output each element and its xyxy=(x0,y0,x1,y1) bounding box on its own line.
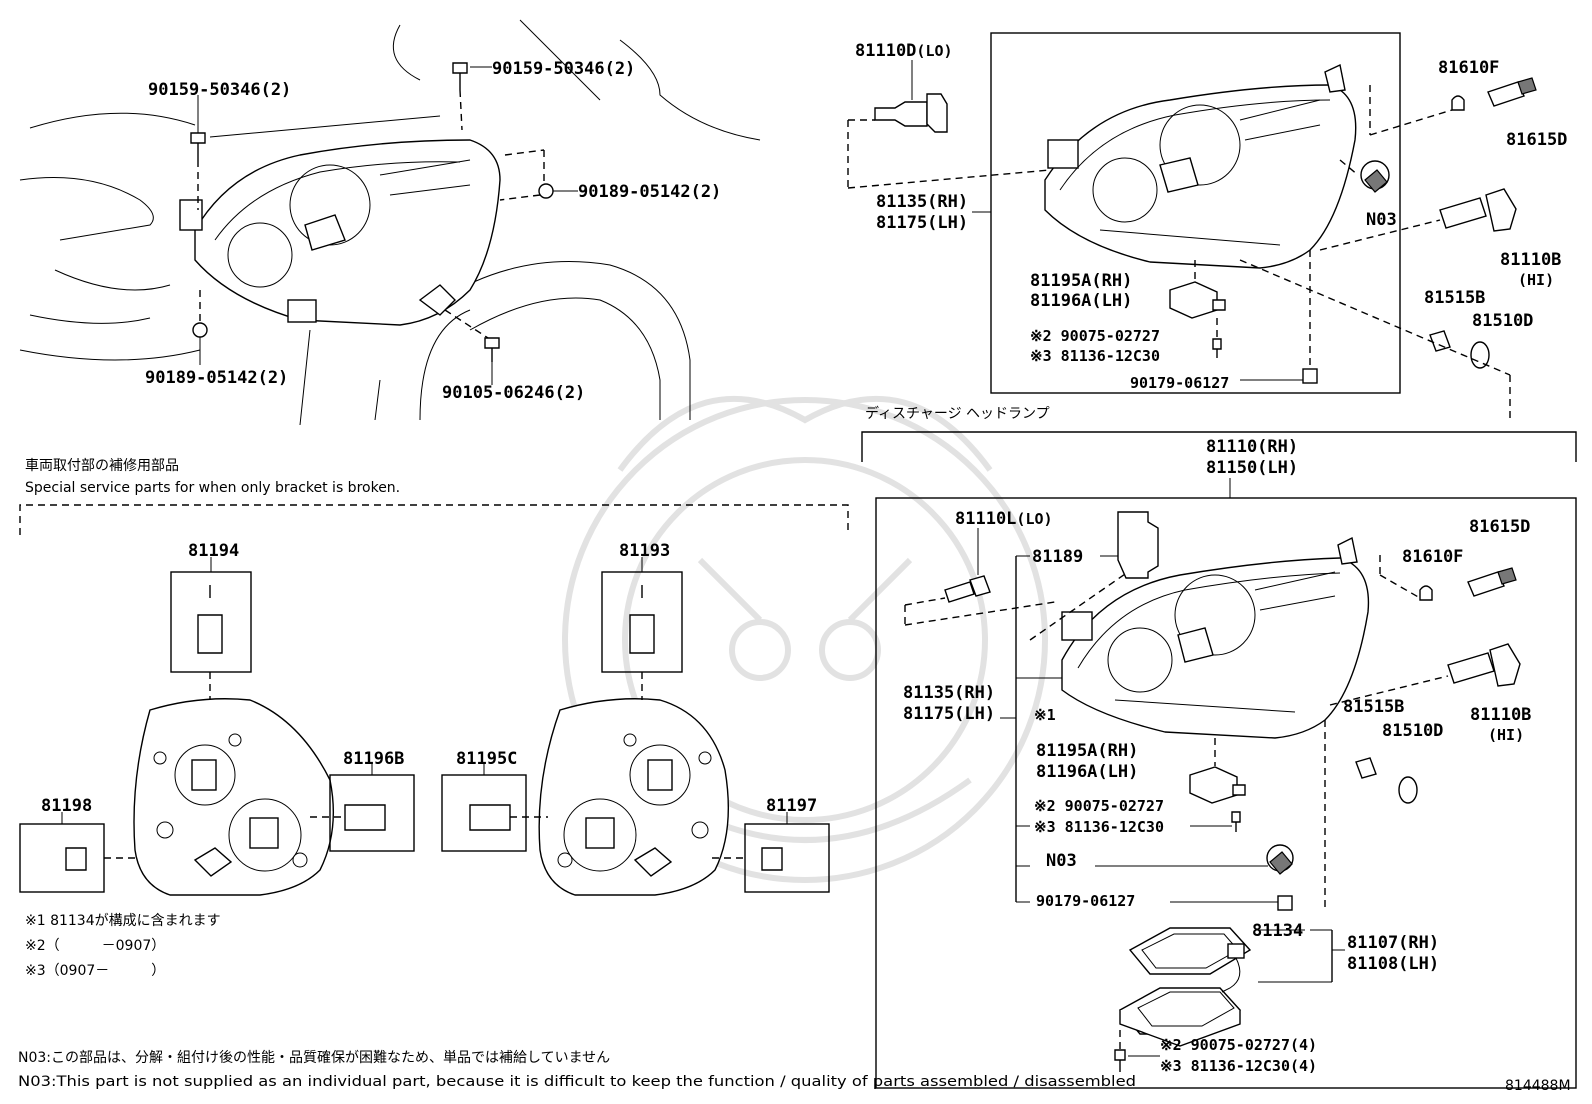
footnote-n03-en: N03:This part is not supplied as an indi… xyxy=(18,1074,1136,1090)
label-bolt-90159-top: 90159-50346(2) xyxy=(492,59,635,79)
label-81110-rh-assy: 81110(RH) xyxy=(1206,437,1298,457)
label-81515b-top: 81515B xyxy=(1424,288,1485,308)
housing-group-frame xyxy=(990,32,1401,394)
label-81197: 81197 xyxy=(766,796,817,816)
label-81195a-rh-bottom: 81195A(RH) xyxy=(1036,741,1138,761)
label-81135-rh-bottom: 81135(RH) xyxy=(903,683,995,703)
top-right-parts xyxy=(847,60,1537,420)
headlamp-housing-drawing-top xyxy=(1044,63,1357,269)
headlamp-housing-drawing-bottom xyxy=(1061,536,1370,739)
label-screw-note-bottom: ※2 90075-02727 xyxy=(1034,797,1164,815)
bracket-heading-en: Special service parts for when only brac… xyxy=(25,480,400,496)
label-81193: 81193 xyxy=(619,541,670,561)
label-81150-lh-assy: 81150(LH) xyxy=(1206,458,1298,478)
bracket-repair-drawings xyxy=(19,557,830,896)
label-bolt-90105: 90105-06246(2) xyxy=(442,383,585,403)
bracket-group-line xyxy=(19,504,849,535)
label-bolt-note-4: ※3 81136-12C30(4) xyxy=(1160,1057,1317,1075)
label-81515b-bottom: 81515B xyxy=(1343,697,1404,717)
label-81615d-bottom: 81615D xyxy=(1469,517,1530,537)
bracket-heading-jp: 車両取付部の補修用部品 xyxy=(25,457,179,474)
label-81194: 81194 xyxy=(188,541,239,561)
footnote-3: ※3（0907－ ） xyxy=(25,963,165,979)
label-81110l: 81110L(LO) xyxy=(955,509,1053,529)
label-81175-lh-top: 81175(LH) xyxy=(876,213,968,233)
label-81198: 81198 xyxy=(41,796,92,816)
label-81195a-rh-top: 81195A(RH) xyxy=(1030,271,1132,291)
label-screw-90189-right: 90189-05142(2) xyxy=(578,182,721,202)
label-81134: 81134 xyxy=(1252,921,1303,941)
discharge-bracket-line xyxy=(861,431,1577,462)
label-81510d-top: 81510D xyxy=(1472,311,1533,331)
footnote-n03-jp: N03:この部品は、分解・組付け後の性能・品質確保が困難なため、単品では補給して… xyxy=(18,1050,610,1066)
mounting-fasteners xyxy=(190,62,578,426)
diagram-code: 814488M xyxy=(1505,1078,1571,1094)
label-81610f-bottom: 81610F xyxy=(1402,547,1463,567)
vehicle-body-outline xyxy=(19,19,761,421)
label-81110d: 81110D(LO) xyxy=(855,41,953,61)
label-bolt-90159-left: 90159-50346(2) xyxy=(148,80,291,100)
footnote-2: ※2（ －0907） xyxy=(25,938,165,954)
label-bolt-note-bottom: ※3 81136-12C30 xyxy=(1034,818,1164,836)
label-screw-note-4: ※2 90075-02727(4) xyxy=(1160,1036,1317,1054)
label-81196a-lh-bottom: 81196A(LH) xyxy=(1036,762,1138,782)
watermark-emblem xyxy=(562,395,1048,883)
label-81108-lh: 81108(LH) xyxy=(1347,954,1439,974)
label-81107-rh: 81107(RH) xyxy=(1347,933,1439,953)
label-81135-rh-top: 81135(RH) xyxy=(876,192,968,212)
headlamp-mounted-drawing xyxy=(179,139,501,326)
label-clip-bottom: 90179-06127 xyxy=(1036,892,1135,910)
label-note1-mark: ※1 xyxy=(1034,706,1056,724)
label-screw-90189-bottom: 90189-05142(2) xyxy=(145,368,288,388)
label-81615d-top: 81615D xyxy=(1506,130,1567,150)
label-81110b-bottom: 81110B xyxy=(1470,705,1531,725)
footnote-1: ※1 81134が構成に含まれます xyxy=(25,913,221,929)
label-81610f-top: 81610F xyxy=(1438,58,1499,78)
label-81196b: 81196B xyxy=(343,749,404,769)
label-n03-top: N03 xyxy=(1366,210,1397,230)
label-81196a-lh-top: 81196A(LH) xyxy=(1030,291,1132,311)
label-bolt-note-top: ※3 81136-12C30 xyxy=(1030,347,1160,365)
label-81189: 81189 xyxy=(1032,547,1083,567)
label-81175-lh-bottom: 81175(LH) xyxy=(903,704,995,724)
label-n03-bottom: N03 xyxy=(1046,851,1077,871)
label-clip-top: 90179-06127 xyxy=(1130,374,1229,392)
label-hi-suffix-top: (HI) xyxy=(1518,271,1554,289)
label-hi-suffix-bottom: (HI) xyxy=(1488,726,1524,744)
label-screw-note-top: ※2 90075-02727 xyxy=(1030,327,1160,345)
bottom-right-parts xyxy=(904,511,1521,1072)
discharge-headlamp-heading: ディスチャージ ヘッドランプ xyxy=(865,405,1050,422)
label-81195c: 81195C xyxy=(456,749,517,769)
label-81510d-bottom: 81510D xyxy=(1382,721,1443,741)
label-81110b-top: 81110B xyxy=(1500,250,1561,270)
assembly-frame xyxy=(875,497,1577,1089)
